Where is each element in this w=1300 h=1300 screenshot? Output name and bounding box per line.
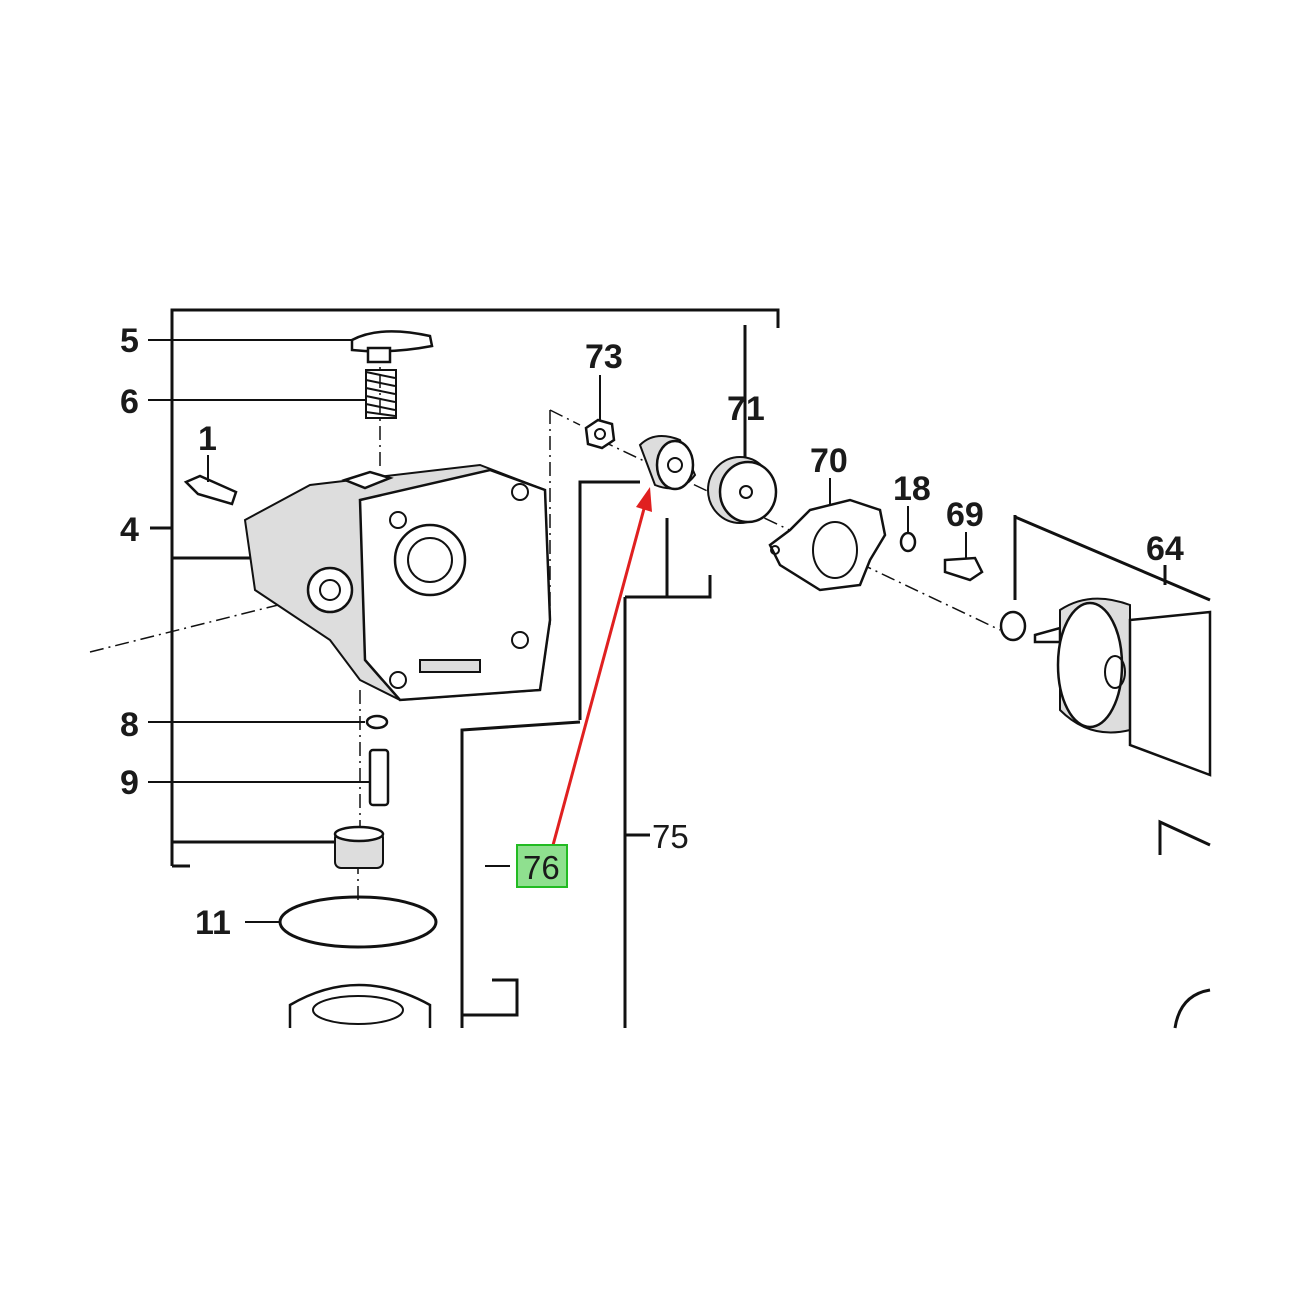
spring-part-6 [365, 369, 397, 419]
part-label-70[interactable]: 70 [810, 442, 848, 480]
rubber-bushing-part [638, 435, 697, 491]
washer-part-71 [707, 456, 778, 524]
leader-lines [148, 339, 967, 923]
part-label-64[interactable]: 64 [1146, 530, 1184, 568]
part-label-8[interactable]: 8 [120, 706, 139, 744]
part-label-69[interactable]: 69 [946, 496, 984, 534]
part-label-71[interactable]: 71 [727, 390, 765, 428]
part-label-75[interactable]: 75 [652, 818, 689, 855]
partial-part [1173, 988, 1211, 1029]
part-label-4[interactable]: 4 [120, 511, 139, 549]
part-label-5[interactable]: 5 [120, 322, 139, 360]
nut-part-73 [584, 418, 616, 450]
washer-part-18 [899, 531, 917, 553]
part-label-6[interactable]: 6 [120, 383, 139, 421]
bracket-plate-part-70 [768, 498, 887, 592]
o-ring-part-11 [278, 895, 438, 949]
gear-housing-part-4 [243, 463, 552, 702]
part-label-76[interactable]: 76 [523, 849, 560, 886]
washer-part [999, 610, 1027, 642]
part-label-9[interactable]: 9 [120, 764, 139, 802]
bearing-part [333, 825, 385, 869]
pin-part-9 [368, 748, 390, 807]
callout-arrow [547, 487, 652, 861]
armature-part-64 [1033, 597, 1212, 777]
flange-part [288, 983, 432, 1028]
screw-part-69 [943, 556, 984, 582]
part-label-1[interactable]: 1 [198, 420, 217, 458]
part-label-18[interactable]: 18 [893, 470, 931, 508]
part-label-73[interactable]: 73 [585, 338, 623, 376]
part-label-11[interactable]: 11 [195, 904, 231, 942]
highlight-box [516, 844, 568, 888]
screw-part-1 [183, 474, 238, 506]
ring-part-8 [365, 714, 389, 730]
knob-part-5 [350, 330, 434, 364]
assembly-brackets [150, 308, 1211, 1028]
